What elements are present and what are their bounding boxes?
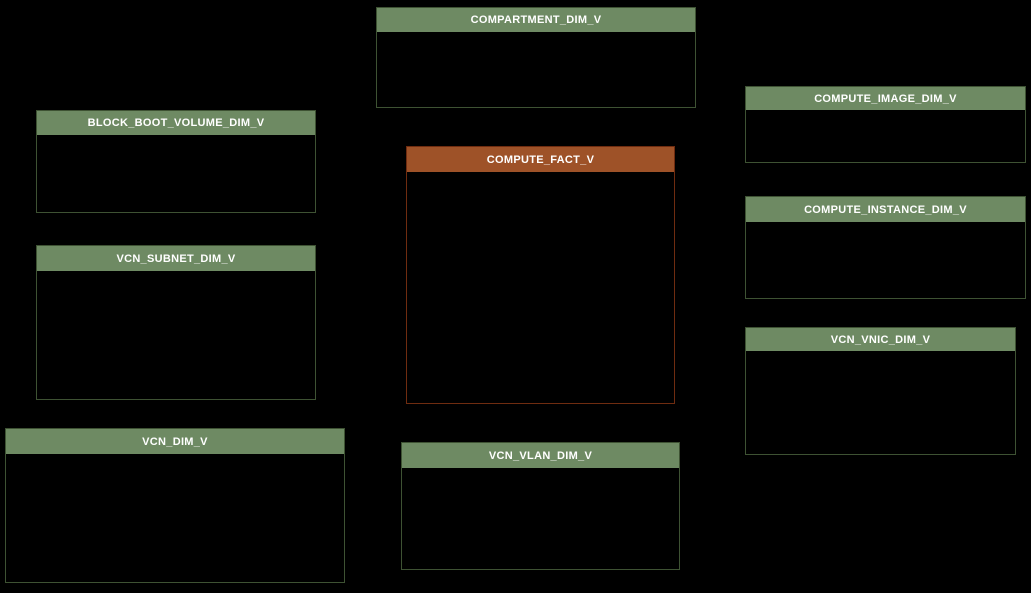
- table-vcn-vlan-dim-v[interactable]: VCN_VLAN_DIM_V: [401, 442, 680, 570]
- table-name-label: VCN_SUBNET_DIM_V: [116, 252, 236, 265]
- table-header[interactable]: VCN_DIM_V: [6, 429, 344, 454]
- table-header[interactable]: COMPUTE_FACT_V: [407, 147, 674, 172]
- table-header[interactable]: VCN_SUBNET_DIM_V: [37, 246, 315, 271]
- table-name-label: COMPUTE_FACT_V: [486, 153, 595, 166]
- table-compute-image-dim-v[interactable]: COMPUTE_IMAGE_DIM_V: [745, 86, 1026, 163]
- table-name-label: COMPARTMENT_DIM_V: [470, 14, 602, 26]
- table-compute-fact-v[interactable]: COMPUTE_FACT_V: [406, 146, 675, 404]
- table-compartment-dim-v[interactable]: COMPARTMENT_DIM_V: [376, 7, 696, 108]
- table-header[interactable]: COMPUTE_IMAGE_DIM_V: [746, 87, 1025, 110]
- table-block-boot-volume-dim-v[interactable]: BLOCK_BOOT_VOLUME_DIM_V: [36, 110, 316, 213]
- table-name-label: VCN_DIM_V: [142, 435, 208, 448]
- table-header[interactable]: COMPARTMENT_DIM_V: [377, 8, 695, 32]
- table-vcn-vnic-dim-v[interactable]: VCN_VNIC_DIM_V: [745, 327, 1016, 455]
- table-compute-instance-dim-v[interactable]: COMPUTE_INSTANCE_DIM_V: [745, 196, 1026, 299]
- table-vcn-subnet-dim-v[interactable]: VCN_SUBNET_DIM_V: [36, 245, 316, 400]
- table-vcn-dim-v[interactable]: VCN_DIM_V: [5, 428, 345, 583]
- table-name-label: VCN_VLAN_DIM_V: [488, 449, 593, 462]
- table-header[interactable]: BLOCK_BOOT_VOLUME_DIM_V: [37, 111, 315, 135]
- table-name-label: COMPUTE_IMAGE_DIM_V: [814, 92, 957, 105]
- table-header[interactable]: VCN_VNIC_DIM_V: [746, 328, 1015, 351]
- table-header[interactable]: COMPUTE_INSTANCE_DIM_V: [746, 197, 1025, 222]
- table-header[interactable]: VCN_VLAN_DIM_V: [402, 443, 679, 468]
- table-name-label: BLOCK_BOOT_VOLUME_DIM_V: [87, 117, 265, 129]
- table-name-label: VCN_VNIC_DIM_V: [830, 333, 931, 346]
- table-name-label: COMPUTE_INSTANCE_DIM_V: [804, 203, 967, 216]
